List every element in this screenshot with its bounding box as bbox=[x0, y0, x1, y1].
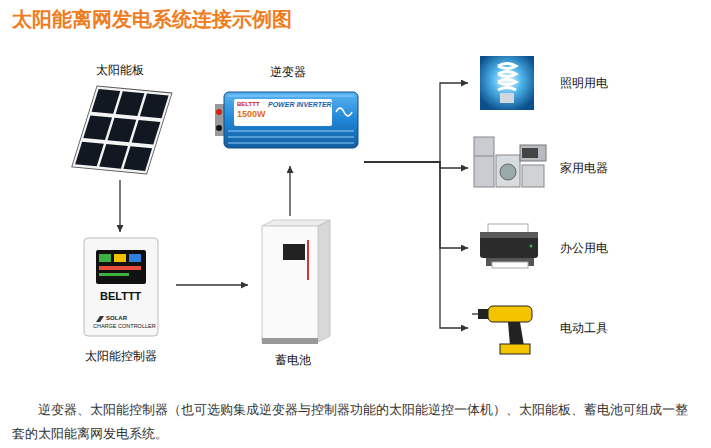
inverter-illustration bbox=[224, 92, 358, 148]
home-appliances-illustration bbox=[496, 155, 520, 187]
connector-arrow bbox=[119, 180, 120, 232]
solar-panel-illustration bbox=[92, 89, 121, 114]
brand-mark: BELTTT bbox=[237, 101, 260, 108]
solar-panel-illustration bbox=[140, 94, 169, 119]
node-label: 逆变器 bbox=[212, 64, 364, 80]
inverter-illustration bbox=[228, 131, 354, 132]
node-label: 办公用电 bbox=[560, 240, 608, 256]
inverter-illustration bbox=[234, 99, 332, 126]
printer-illustration bbox=[480, 232, 538, 258]
tool-load-node: 电动工具 bbox=[468, 295, 618, 361]
connector-arrow bbox=[364, 83, 468, 162]
charge-controller-illustration bbox=[99, 266, 141, 270]
battery-illustration bbox=[262, 226, 318, 342]
charge-controller-illustration bbox=[114, 254, 126, 262]
charge-controller-illustration bbox=[96, 316, 104, 322]
light-bulb-illustration bbox=[498, 64, 516, 91]
battery-illustration bbox=[262, 338, 318, 344]
battery-illustration bbox=[283, 244, 305, 260]
office-load-node: 办公用电 bbox=[468, 215, 618, 281]
caption-text: 逆变器、太阳能控制器（也可选购集成逆变器与控制器功能的太阳能逆控一体机）、太阳能… bbox=[12, 398, 700, 446]
solar-panel-illustration bbox=[83, 115, 112, 140]
solar-panel-illustration bbox=[99, 144, 128, 169]
inverter-illustration bbox=[216, 109, 222, 115]
power-drill-illustration bbox=[472, 306, 532, 354]
printer-illustration bbox=[530, 245, 533, 248]
light-bulb-illustration bbox=[480, 56, 534, 110]
lighting-load-node: 照明用电 bbox=[468, 50, 618, 116]
solar-panel-illustration bbox=[107, 118, 136, 143]
home-appliances-illustration bbox=[522, 165, 544, 187]
home-appliances-illustration bbox=[520, 145, 546, 161]
brand-mark: BELTTT bbox=[100, 290, 141, 302]
node-label: 太阳能板 bbox=[62, 62, 178, 78]
solar-panel-illustration bbox=[132, 120, 161, 145]
inverter-illustration bbox=[216, 125, 222, 131]
power-drill-illustration bbox=[508, 322, 524, 346]
solar-panel-illustration bbox=[75, 142, 104, 167]
diagram-title: 太阳能离网发电系统连接示例图 bbox=[12, 6, 292, 32]
product-label: SOLAR bbox=[106, 315, 127, 322]
battery-illustration bbox=[262, 220, 330, 344]
node-label: 电动工具 bbox=[560, 320, 608, 336]
charge-controller-illustration bbox=[129, 254, 141, 262]
solar-panel-illustration bbox=[72, 86, 172, 174]
solar-panel-illustration bbox=[72, 86, 172, 174]
solar-panel-illustration bbox=[116, 91, 145, 116]
solar-panel-illustration bbox=[123, 146, 152, 171]
home-appliances-illustration bbox=[474, 137, 546, 187]
charge-controller-illustration bbox=[99, 254, 111, 262]
inverter-illustration bbox=[228, 137, 354, 138]
connector-arrow bbox=[289, 166, 290, 216]
inverter-illustration bbox=[215, 92, 358, 148]
node-label: 太阳能控制器 bbox=[66, 348, 176, 364]
printer-illustration bbox=[480, 224, 538, 268]
power-rating: 1500W bbox=[237, 110, 266, 120]
power-drill-illustration bbox=[472, 313, 478, 315]
product-label: POWER INVERTER bbox=[268, 101, 332, 109]
connector-arrow bbox=[364, 162, 468, 168]
printer-illustration bbox=[480, 232, 538, 238]
charge-controller-illustration bbox=[84, 238, 158, 336]
battery-node: 蓄电池 bbox=[248, 216, 338, 372]
light-bulb-illustration bbox=[500, 93, 514, 103]
charge-controller-illustration bbox=[99, 273, 129, 276]
printer-illustration bbox=[492, 262, 528, 268]
inverter-node: 逆变器 bbox=[212, 62, 364, 166]
home-appliances-illustration bbox=[522, 148, 538, 158]
appliance-load-node: 家用电器 bbox=[468, 130, 618, 206]
inverter-illustration bbox=[336, 108, 352, 116]
product-label: CHARGE CONTROLLER bbox=[93, 323, 156, 329]
connector-arrow bbox=[364, 162, 468, 328]
inverter-illustration bbox=[228, 143, 354, 144]
light-bulb-illustration bbox=[480, 56, 534, 110]
node-label: 蓄电池 bbox=[248, 352, 338, 368]
solar-panel-node: 太阳能板 bbox=[62, 60, 178, 180]
home-appliances-illustration bbox=[474, 137, 494, 187]
connector-arrow bbox=[176, 284, 248, 285]
node-label: 家用电器 bbox=[560, 160, 608, 176]
home-appliances-illustration bbox=[500, 164, 516, 180]
power-drill-illustration bbox=[488, 306, 532, 322]
caption-area: 逆变器、太阳能控制器（也可选购集成逆变器与控制器功能的太阳能逆控一体机）、太阳能… bbox=[12, 398, 700, 446]
inverter-illustration bbox=[228, 96, 354, 97]
charge-controller-illustration bbox=[96, 250, 146, 284]
power-drill-illustration bbox=[500, 344, 530, 354]
home-appliances-illustration bbox=[474, 156, 494, 157]
charge-controller-node: 太阳能控制器 bbox=[66, 232, 176, 368]
charge-controller-illustration bbox=[84, 238, 158, 336]
battery-illustration bbox=[307, 240, 309, 280]
node-label: 照明用电 bbox=[560, 75, 608, 91]
battery-illustration bbox=[318, 220, 330, 342]
connector-arrow bbox=[364, 162, 468, 248]
